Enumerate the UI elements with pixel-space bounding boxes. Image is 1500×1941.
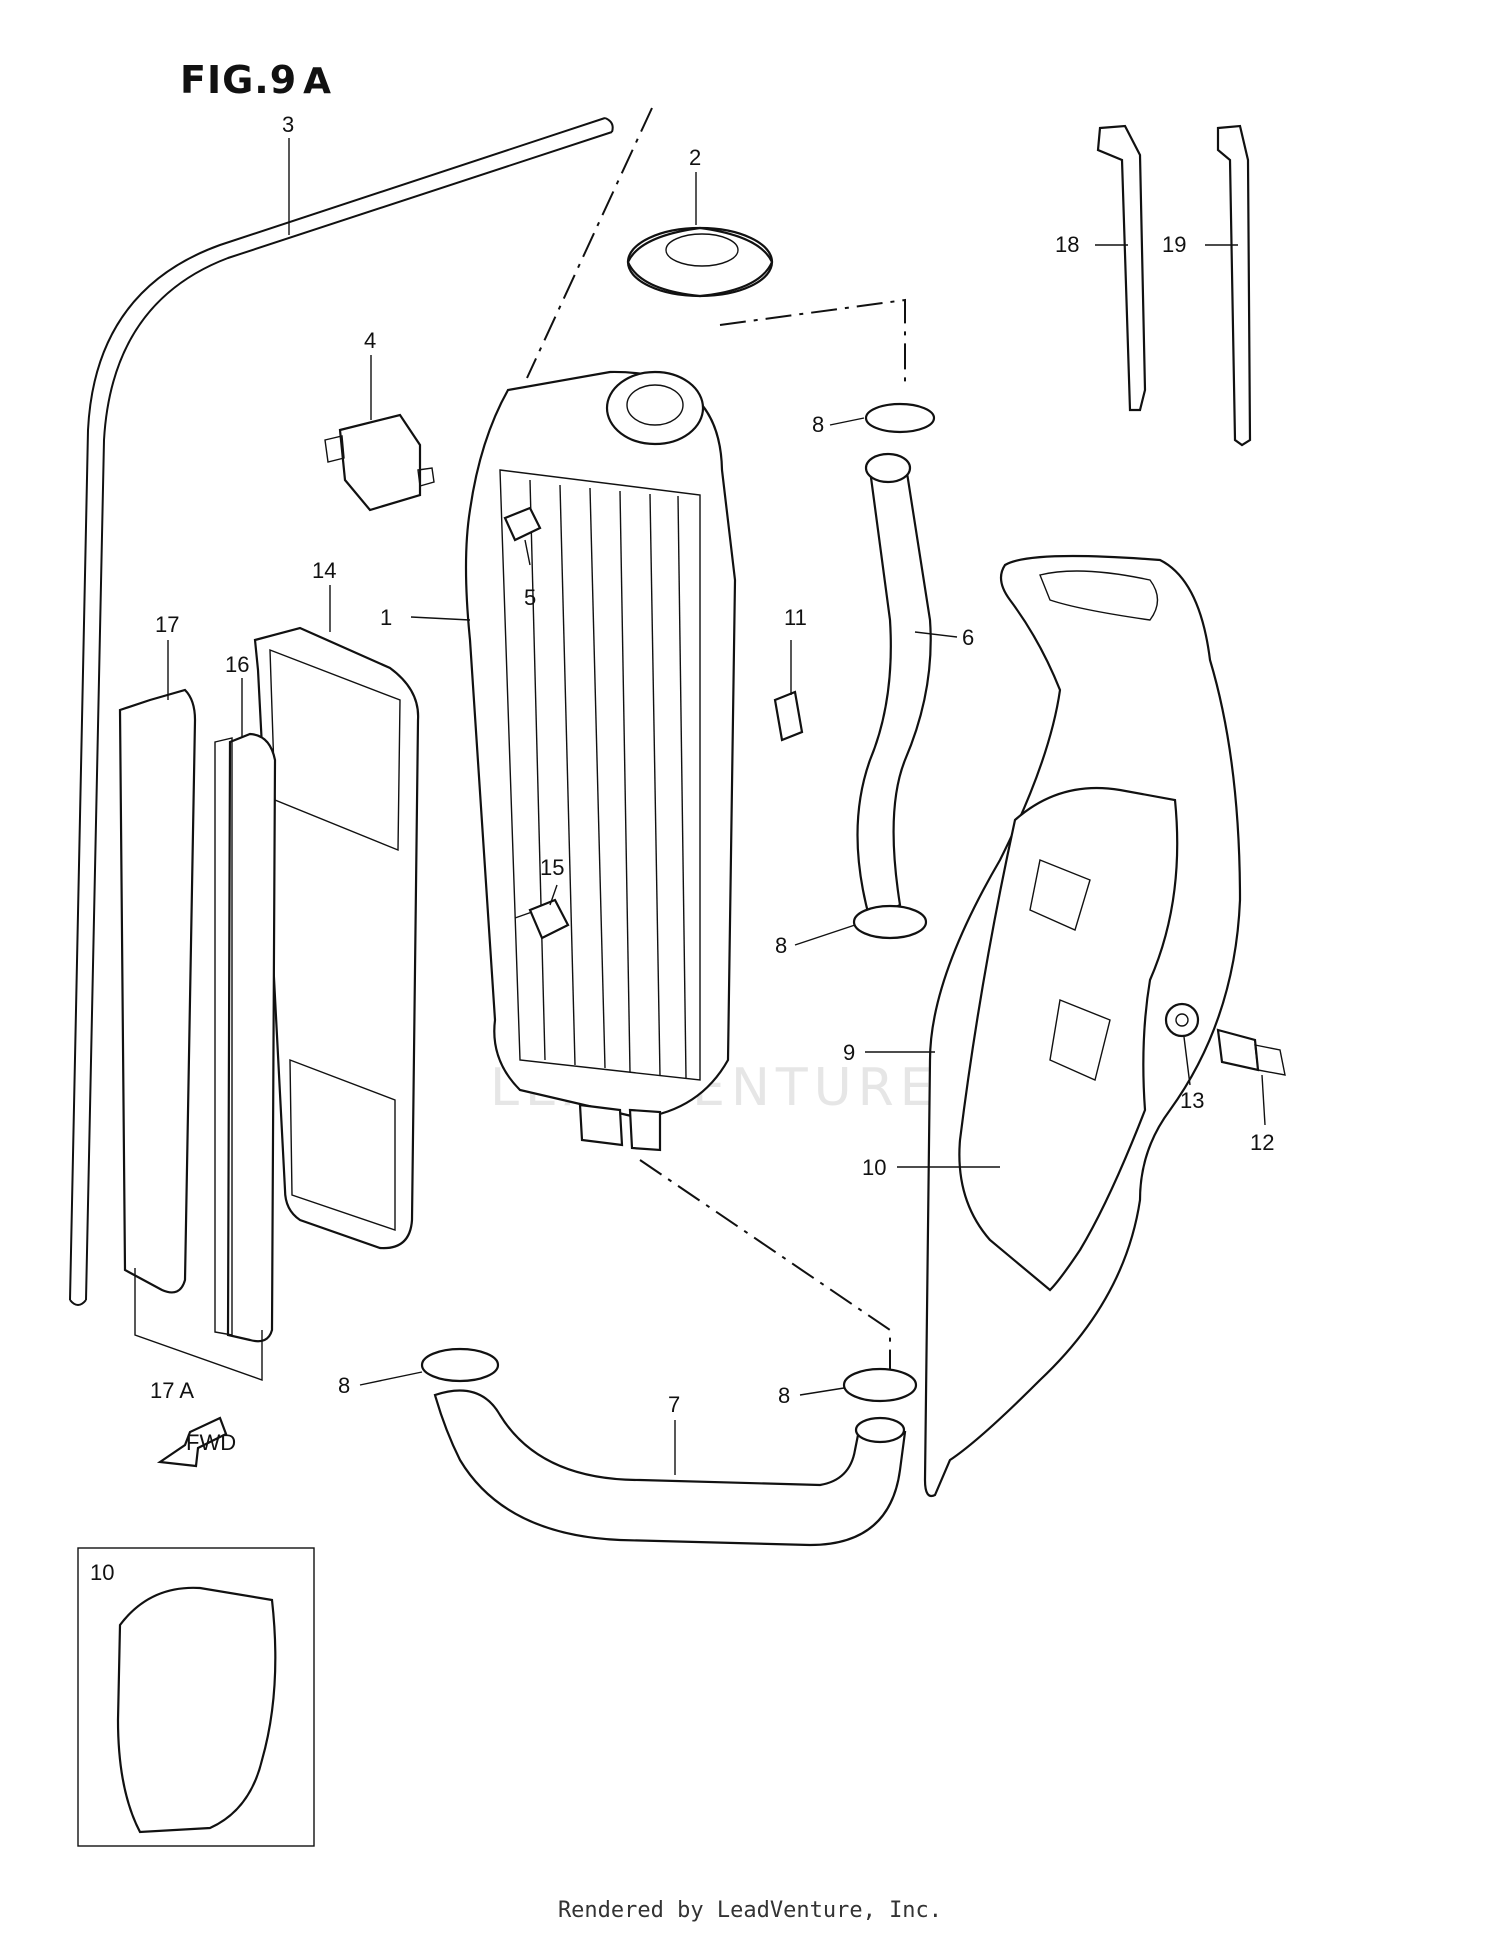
callout-9: 9 [843,1040,855,1065]
callout-6: 6 [962,625,974,650]
figure-number: FIG.9 [180,58,298,102]
footer-credit: Rendered by LeadVenture, Inc. [557,1898,943,1923]
part-18-cable-tie [1096,124,1147,412]
part-2-radiator-cap [626,226,774,298]
figure-suffix: A [303,61,333,102]
callout-8-left: 8 [338,1373,350,1398]
part-1-radiator [464,370,737,1152]
leader-dash-tube [526,107,653,379]
part-11-clip [773,690,804,742]
callout-10: 10 [862,1155,886,1180]
part-7-lower-hose [433,1389,907,1547]
part-10-emblem [958,786,1179,1292]
callout-12: 12 [1250,1130,1274,1155]
callout-5: 5 [524,585,536,610]
callout-17-a: 17 A [150,1378,194,1403]
part-8-hose-clamps [420,402,936,1403]
part-4-mounting-rubber [324,413,435,512]
callout-8-upper: 8 [812,412,824,437]
part-5-bolt [503,506,542,542]
callout-11: 11 [784,605,807,630]
inset-decal-10 [77,1547,315,1847]
callout-16: 16 [225,652,249,677]
callout-7: 7 [668,1392,680,1417]
callout-10-inset: 10 [90,1560,114,1585]
part-12-bolt [1216,1028,1286,1076]
callout-15: 15 [540,855,564,880]
part-3-overflow-tube [69,117,614,1306]
part-16-seal [214,732,277,1343]
part-6-upper-hose [856,452,932,922]
leader-dash-hose [639,1159,891,1380]
callout-8-right: 8 [778,1383,790,1408]
callout-14: 14 [312,558,336,583]
callout-3: 3 [282,112,294,137]
part-17-seal [118,688,197,1294]
callout-13: 13 [1180,1088,1204,1113]
fwd-label: FWD [186,1430,236,1455]
callout-17: 17 [155,612,179,637]
part-13-washer [1164,1002,1200,1038]
callout-8-middle: 8 [775,933,787,958]
fwd-arrow: FWD [156,1416,236,1468]
callout-4: 4 [364,328,376,353]
leader-dash-upper [719,298,906,385]
part-19-cable-tie [1216,124,1252,447]
part-14-guard-net [253,626,420,1250]
callout-19: 19 [1162,232,1186,257]
callout-18: 18 [1055,232,1079,257]
leader-lines [134,138,1266,1475]
callout-1: 1 [380,605,392,630]
callout-2: 2 [689,145,701,170]
part-15-bolt [514,898,570,940]
callout-numbers: 3 2 4 1 5 6 11 14 16 17 15 8 8 8 8 7 9 1… [90,112,1274,1585]
